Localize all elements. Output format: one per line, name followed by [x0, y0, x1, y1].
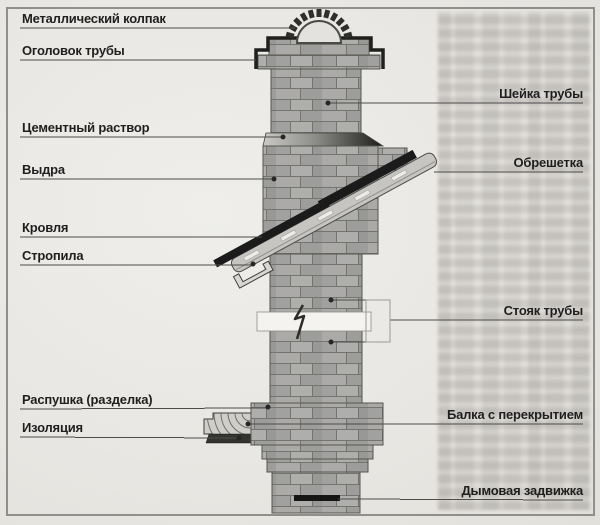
roofing-layer	[213, 149, 417, 268]
metal-cap	[285, 9, 353, 44]
insulation-strip	[205, 433, 254, 444]
leader-smoke-damper	[337, 498, 584, 501]
label-smoke-damper: Дымовая задвижка	[461, 483, 583, 498]
label-chimney-riser: Стояк трубы	[503, 303, 584, 318]
label-lathing: Обрешетка	[513, 155, 583, 170]
label-beam-with-ceiling: Балка с перекрытием	[446, 407, 583, 422]
label-rafters: Стропила	[22, 248, 84, 263]
label-insulation: Изоляция	[22, 420, 83, 435]
page-bleedthrough-texture	[438, 12, 590, 510]
base-section	[271, 471, 361, 514]
chimney-neck	[270, 67, 362, 135]
lathing-layer	[230, 152, 437, 273]
label-fluffing: Распушка (разделка)	[22, 392, 153, 407]
leader-dots	[236, 100, 334, 441]
cement-collar	[262, 132, 385, 147]
leader-fluffing	[19, 407, 268, 410]
label-chimney-neck: Шейка трубы	[499, 86, 583, 101]
roof-assembly	[213, 149, 437, 289]
smoke-damper-slot	[294, 495, 340, 501]
leader-lines	[19, 27, 584, 501]
chimney-head	[254, 36, 385, 70]
label-roofing: Кровля	[22, 220, 69, 235]
label-metal-cap: Металлический колпак	[22, 11, 166, 26]
rafter	[232, 260, 274, 289]
fluffing-section	[250, 402, 384, 473]
label-vydra: Выдра	[22, 162, 65, 177]
leader-insulation	[19, 436, 239, 439]
label-cement-mortar: Цементный раствор	[22, 120, 150, 135]
riser-bracket	[365, 299, 391, 343]
label-chimney-head: Оголовок трубы	[22, 43, 125, 58]
break-symbol	[256, 304, 372, 340]
